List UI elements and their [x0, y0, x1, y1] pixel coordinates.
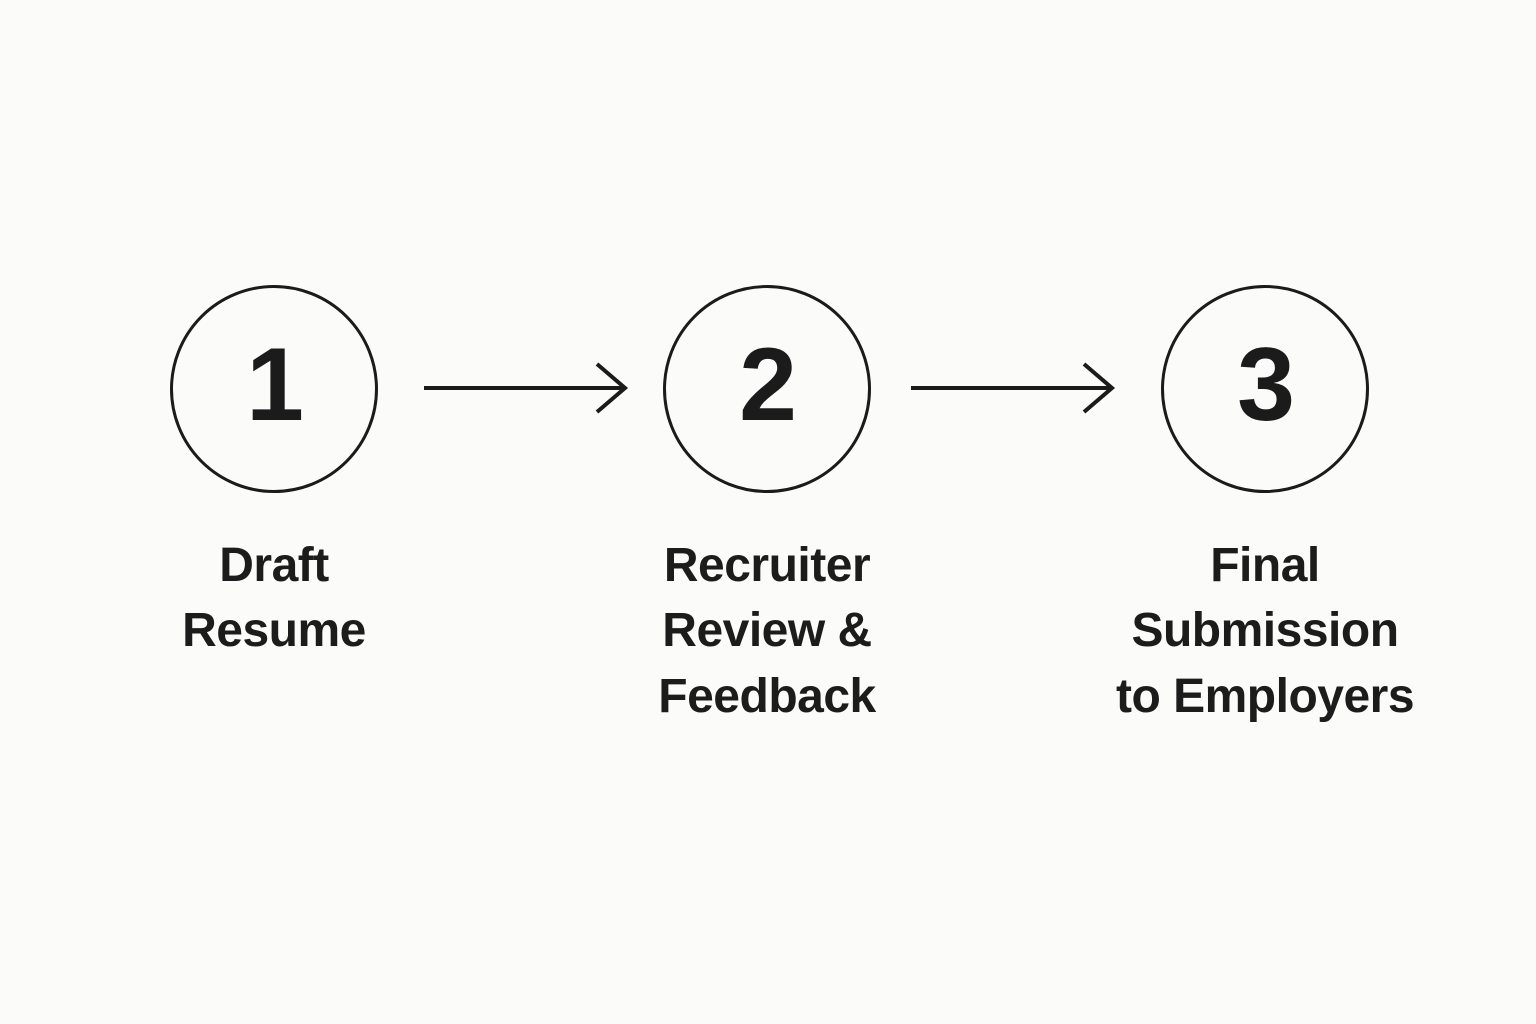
step-2-number: 2: [739, 327, 797, 443]
arrow-right-icon: [421, 352, 631, 424]
step-2-circle: 2: [663, 285, 871, 493]
step-1-number: 1: [246, 327, 304, 443]
step-1-label: Draft Resume: [182, 539, 366, 658]
step-3-label: Final Submission to Employers: [1115, 539, 1415, 723]
step-2-label: Recruiter Review & Feedback: [658, 539, 876, 723]
arrow-right-icon: [908, 352, 1118, 424]
step-1-circle: 1: [170, 285, 378, 493]
step-3-circle: 3: [1161, 285, 1369, 493]
step-3-number: 3: [1237, 327, 1295, 443]
